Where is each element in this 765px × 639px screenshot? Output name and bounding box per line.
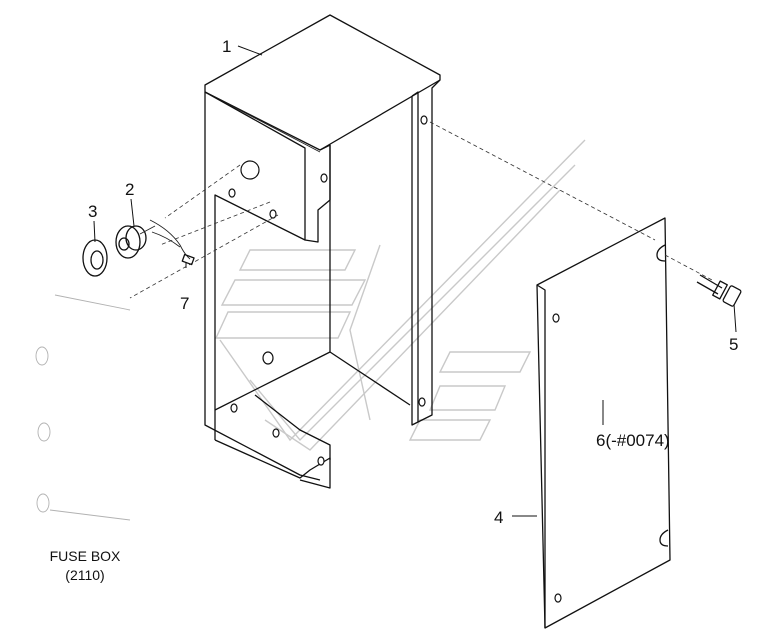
callout-part-7: 7 <box>180 294 189 313</box>
callout-part-2: 2 <box>125 180 134 199</box>
watermark-logo <box>214 139 586 451</box>
bolt <box>696 274 742 307</box>
leader-lines <box>93 45 737 517</box>
callout-part-5: 5 <box>729 335 738 354</box>
callout-part-3: 3 <box>88 202 97 221</box>
switch <box>115 225 156 259</box>
wire-harness <box>149 219 195 266</box>
caption-code: (2110) <box>65 567 104 583</box>
faded-fittings <box>35 294 131 521</box>
callout-part-6: 6(-#0074) <box>596 431 670 450</box>
callout-part-4: 4 <box>494 508 503 527</box>
ring-nut <box>82 239 108 277</box>
fuse-box-housing <box>204 14 441 489</box>
caption-title: FUSE BOX <box>50 548 121 564</box>
cover-plate <box>536 217 671 629</box>
callout-part-1: 1 <box>222 37 231 56</box>
